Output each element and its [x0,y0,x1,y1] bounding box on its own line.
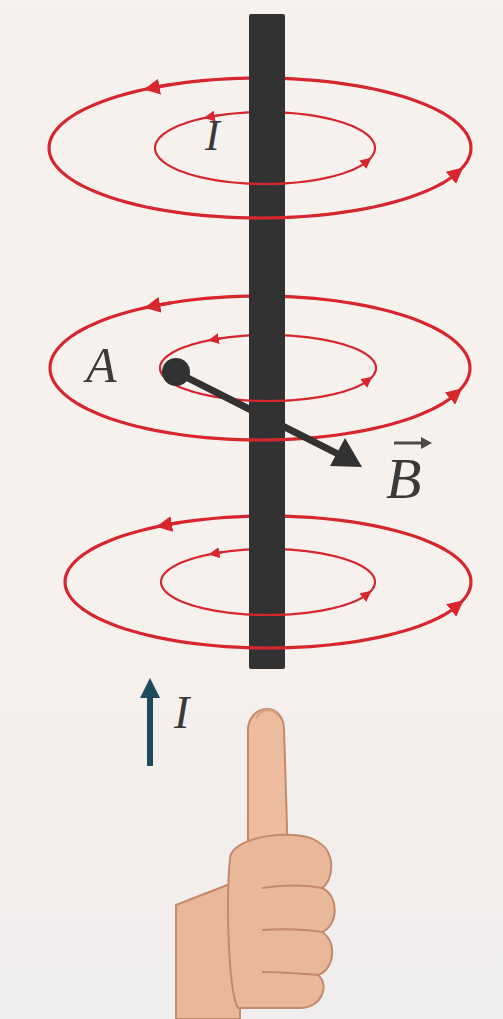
current-arrowhead [140,678,160,698]
field-line [49,148,471,218]
field-vector-label: B [386,450,421,508]
point-dot [162,358,190,386]
field-vector [176,372,340,455]
field-direction-arrow [451,170,461,178]
vector-arrowhead [330,438,362,467]
right-hand [176,709,335,1019]
current-arrow [147,694,153,766]
field-direction-arrow [366,378,371,382]
field-direction-arrow [159,522,181,526]
vector-sign-head [421,437,432,449]
field-line [155,148,375,184]
field-direction-arrow [365,592,370,596]
field-line-front [49,148,471,648]
field-direction-arrow [210,338,222,340]
field-direction-arrow [211,552,223,554]
current-label: I [205,114,220,158]
field-direction-arrow [450,390,460,398]
field-direction-arrow [147,303,170,307]
field-line [161,582,375,615]
field-direction-arrow [452,602,461,610]
field-direction-arrow [365,159,370,163]
field-direction-arrow [147,85,170,89]
field-line [160,368,376,401]
point-label: A [86,340,117,390]
current-label: I [174,690,189,736]
wire [249,14,285,669]
vector-sign [394,442,424,445]
field-line [65,582,471,648]
